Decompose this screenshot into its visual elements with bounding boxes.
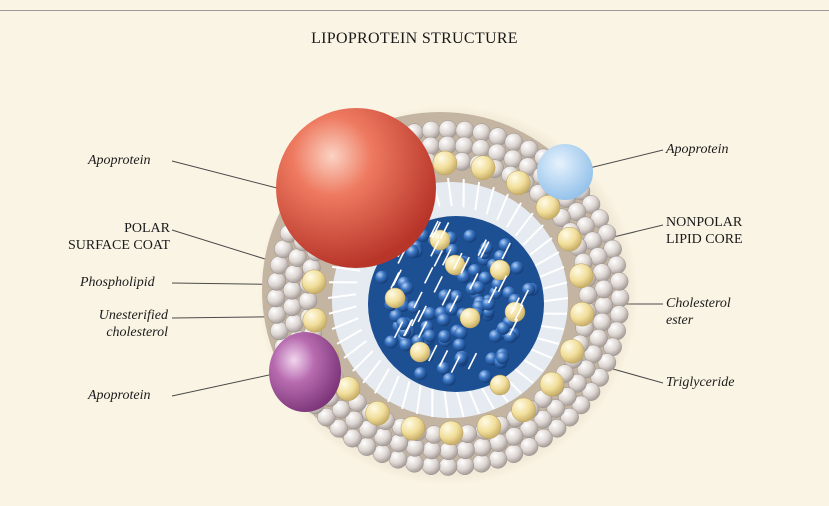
triglyceride-molecule — [482, 298, 495, 311]
phospholipid-head — [489, 128, 507, 146]
phospholipid-head — [473, 454, 491, 472]
phospholipid-head — [405, 454, 423, 472]
label-unesterified-cholesterol: Unesterified cholesterol — [40, 307, 168, 341]
triglyceride-molecule — [496, 351, 509, 364]
label-apoprotein-top-left: Apoprotein — [88, 152, 150, 169]
phospholipid-head — [595, 280, 613, 298]
triglyceride-molecule — [385, 336, 398, 349]
cholesterol-ester-molecule — [460, 308, 480, 328]
phospholipid-head — [456, 121, 474, 139]
phospholipid-head — [406, 438, 424, 456]
cholesterol-molecule — [302, 270, 326, 294]
triglyceride-molecule — [468, 264, 481, 277]
cholesterol-ester-molecule — [490, 260, 510, 280]
label-unesterified-line2: cholesterol — [40, 324, 168, 341]
triglyceride-molecule — [443, 373, 456, 386]
label-polar-line1: POLAR — [40, 220, 170, 237]
cholesterol-molecule — [540, 372, 564, 396]
apoprotein-purple — [269, 332, 341, 412]
cholesterol-molecule — [536, 195, 560, 219]
triglyceride-molecule — [437, 313, 450, 326]
triglyceride-molecule — [497, 322, 510, 335]
triglyceride-molecule — [375, 271, 388, 284]
triglyceride-molecule — [437, 362, 450, 375]
cholesterol-molecule — [557, 227, 581, 251]
phospholipid-head — [505, 445, 523, 463]
cholesterol-molecule — [433, 151, 457, 175]
label-cholesterol-line1: Cholesterol — [666, 295, 731, 312]
cholesterol-molecule — [401, 416, 425, 440]
triglyceride-molecule — [453, 338, 466, 351]
phospholipid-head — [268, 272, 286, 290]
label-phospholipid: Phospholipid — [80, 274, 155, 291]
phospholipid-head — [457, 441, 475, 459]
label-apoprotein-top-right: Apoprotein — [666, 141, 728, 158]
cholesterol-molecule — [477, 415, 501, 439]
phospholipid-head — [299, 292, 317, 310]
cholesterol-molecule — [506, 171, 530, 195]
cholesterol-molecule — [560, 339, 584, 363]
label-unesterified-line1: Unesterified — [40, 307, 168, 324]
cholesterol-ester-molecule — [490, 375, 510, 395]
phospholipid-head — [422, 121, 440, 139]
phospholipid-head — [267, 289, 285, 307]
phospholipid-head — [473, 124, 491, 142]
triglyceride-molecule — [454, 327, 467, 340]
phospholipid-head — [593, 313, 611, 331]
phospholipid-head — [473, 438, 491, 456]
phospholipid-head — [439, 458, 457, 476]
label-apoprotein-bottom-left: Apoprotein — [88, 387, 150, 404]
label-polar-line2: SURFACE COAT — [40, 237, 170, 254]
triglyceride-molecule — [511, 261, 524, 274]
label-nonpolar-line2: LIPID CORE — [666, 231, 743, 248]
cholesterol-molecule — [366, 401, 390, 425]
phospholipid-head — [489, 450, 507, 468]
phospholipid-head — [579, 286, 597, 304]
phospholipid-head — [439, 120, 457, 138]
apoprotein-blue — [537, 144, 593, 200]
phospholipid-head — [285, 265, 303, 283]
triglyceride-molecule — [414, 367, 427, 380]
cholesterol-molecule — [471, 156, 495, 180]
phospholipid-head — [595, 297, 613, 315]
triglyceride-molecule — [438, 330, 451, 343]
phospholipid-head — [283, 298, 301, 316]
cholesterol-molecule — [512, 398, 536, 422]
label-triglyceride: Triglyceride — [666, 374, 734, 391]
label-nonpolar-line1: NONPOLAR — [666, 214, 743, 231]
leader-polar-surface-coat — [172, 230, 265, 259]
phospholipid-head — [455, 137, 473, 155]
triglyceride-molecule — [423, 330, 436, 343]
phospholipid-head — [611, 289, 629, 307]
phospholipid-head — [422, 457, 440, 475]
triglyceride-molecule — [522, 283, 535, 296]
cholesterol-molecule — [570, 302, 594, 326]
cholesterol-molecule — [303, 308, 327, 332]
cholesterol-ester-molecule — [430, 230, 450, 250]
phospholipid-head — [610, 306, 628, 324]
triglyceride-molecule — [464, 230, 477, 243]
cholesterol-ester-molecule — [410, 342, 430, 362]
label-cholesterol-ester: Cholesterol ester — [666, 295, 731, 329]
cholesterol-molecule — [569, 264, 593, 288]
phospholipid-head — [389, 450, 407, 468]
label-nonpolar-lipid-core: NONPOLAR LIPID CORE — [666, 214, 743, 248]
label-cholesterol-line2: ester — [666, 312, 731, 329]
phospholipid-head — [456, 457, 474, 475]
label-polar-surface-coat: POLAR SURFACE COAT — [40, 220, 170, 254]
cholesterol-molecule — [439, 421, 463, 445]
triglyceride-molecule — [479, 370, 492, 383]
phospholipid-head — [423, 441, 441, 459]
phospholipid-head — [283, 281, 301, 299]
phospholipid-head — [472, 140, 490, 158]
triglyceride-molecule — [450, 290, 463, 303]
cholesterol-ester-molecule — [385, 288, 405, 308]
apoprotein-red — [276, 108, 436, 268]
